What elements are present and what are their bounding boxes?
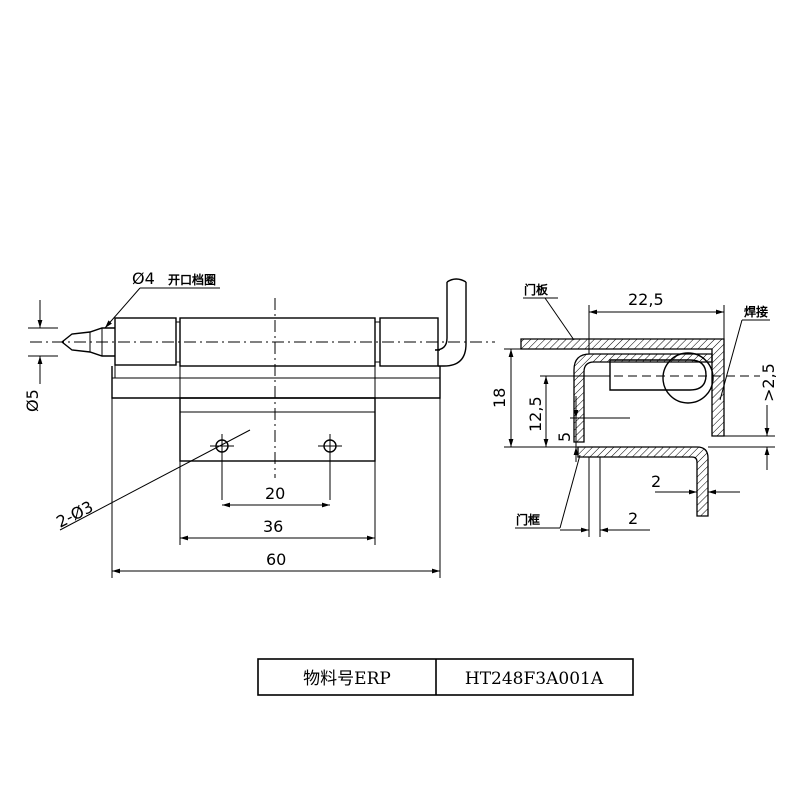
dim-12-5: 12,5: [526, 396, 545, 432]
note-d4: 开口档圈: [168, 272, 216, 287]
section-view: 22,5 门板 焊接 18 12,5 5 >2,5 2: [490, 282, 778, 537]
dim-2-5: >2,5: [759, 363, 778, 402]
lower-leaf: [179, 397, 376, 462]
door-frame-plate: [577, 446, 709, 517]
label-door-frame: 门框: [516, 512, 540, 527]
dim-d4: Ø4: [132, 269, 155, 288]
dim-20: 20: [265, 484, 285, 503]
dim-2-b: 2: [628, 509, 638, 528]
inner-leaf: [573, 353, 713, 443]
dim-22-5: 22,5: [628, 290, 664, 309]
dim-18: 18: [490, 388, 509, 408]
front-view: Ø4 开口档圈 Ø5 2-Ø3 20 36 60: [23, 269, 495, 578]
table-key: 物料号ERP: [303, 669, 391, 689]
middle-knuckle: [179, 317, 376, 367]
label-door-panel: 门板: [524, 282, 549, 297]
dim-60: 60: [266, 550, 286, 569]
dim-36: 36: [263, 517, 283, 536]
upper-leaf: [111, 366, 441, 399]
left-knuckle: [114, 317, 177, 366]
label-weld: 焊接: [744, 304, 768, 319]
dim-d5: Ø5: [23, 389, 42, 412]
section-knuckle: [662, 352, 714, 404]
dim-2-a: 2: [651, 472, 661, 491]
pin-tip: [60, 327, 115, 357]
pin-handle: [434, 282, 448, 351]
right-knuckle: [379, 317, 439, 367]
table-value: HT248F3A001A: [465, 669, 604, 689]
erp-table: 物料号ERP HT248F3A001A: [257, 658, 634, 696]
dim-holes: 2-Ø3: [53, 497, 96, 532]
dim-5: 5: [555, 432, 574, 442]
section-pin: [609, 359, 707, 391]
